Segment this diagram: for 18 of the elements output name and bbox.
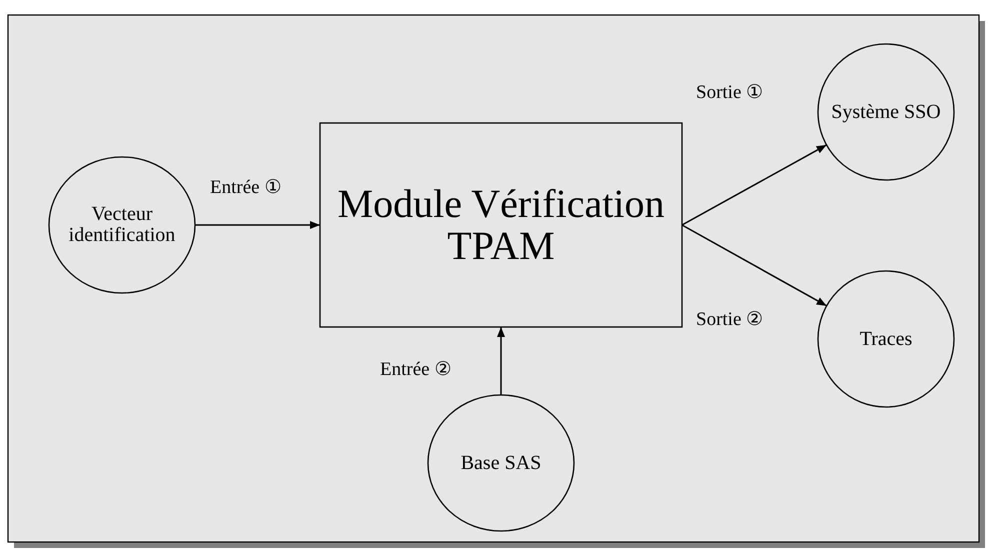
node-label: Système SSO [831, 102, 941, 122]
node-label: Module Vérification TPAM [336, 183, 666, 267]
node-label: Base SAS [460, 452, 542, 474]
edge-label: Entrée ① [210, 176, 282, 199]
node-label: Traces [860, 328, 912, 350]
edge-label: Sortie ② [696, 308, 764, 331]
edge-label: Sortie ① [696, 81, 764, 104]
input-ellipse [49, 157, 195, 293]
output-circle [818, 44, 954, 180]
output-circle [818, 271, 954, 407]
arrow [682, 144, 827, 226]
arrow [195, 221, 320, 229]
arrow [682, 224, 827, 306]
edge-label: Entrée ② [380, 358, 452, 381]
process-box [320, 123, 682, 327]
arrow [497, 327, 505, 395]
database-circle [428, 395, 574, 531]
node-label: Vecteur identification [68, 204, 176, 246]
